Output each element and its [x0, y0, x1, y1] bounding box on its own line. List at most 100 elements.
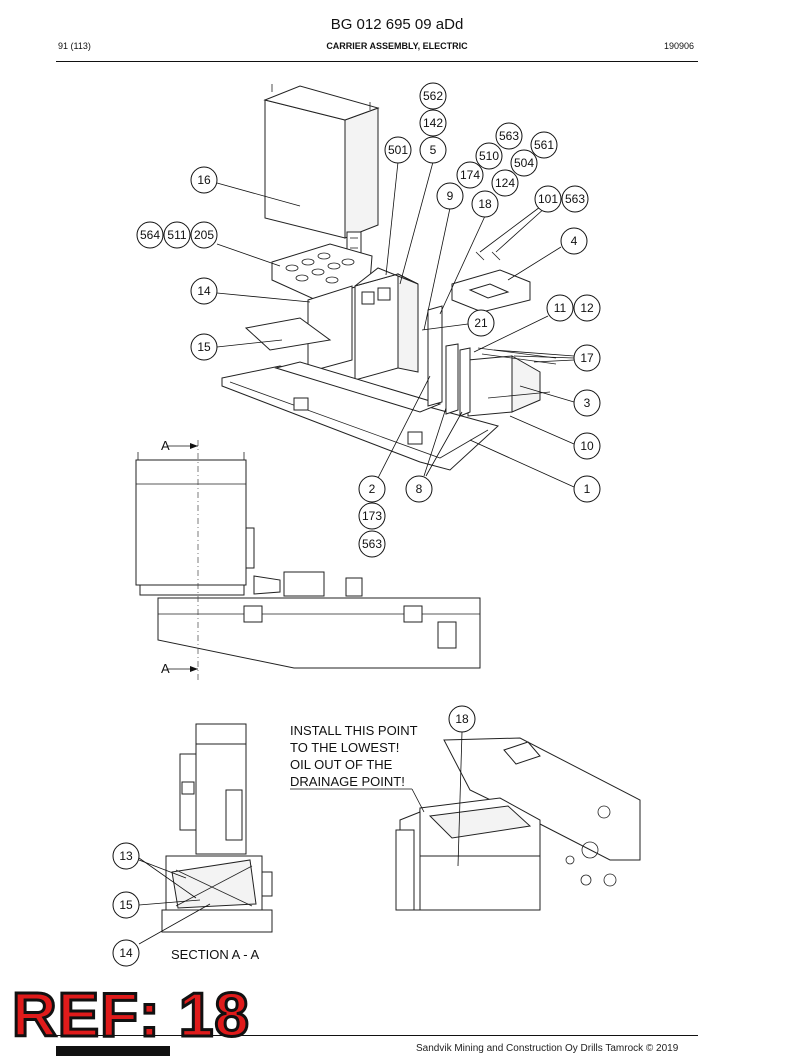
callout-21: 21 — [467, 309, 495, 337]
callout-1: 1 — [573, 475, 601, 503]
callout-2: 2 — [358, 475, 386, 503]
svg-text:563: 563 — [499, 129, 519, 143]
svg-text:124: 124 — [495, 176, 515, 190]
svg-text:17: 17 — [580, 351, 594, 365]
sandvik-logo — [56, 1046, 170, 1056]
svg-text:TO THE LOWEST!: TO THE LOWEST! — [290, 740, 399, 755]
svg-text:16: 16 — [197, 173, 211, 187]
section-marker-bottom: A — [161, 661, 170, 676]
callout-11: 11 — [546, 294, 574, 322]
callout-8: 8 — [405, 475, 433, 503]
page-title: CARRIER ASSEMBLY, ELECTRIC — [326, 41, 468, 51]
callout-501: 501 — [384, 136, 412, 164]
svg-text:INSTALL THIS POINT: INSTALL THIS POINT — [290, 723, 418, 738]
section-marker-top: A — [161, 438, 170, 453]
callout-15: 15 — [190, 333, 218, 361]
svg-text:173: 173 — [362, 509, 382, 523]
callout-4: 4 — [560, 227, 588, 255]
callout-9: 9 — [436, 182, 464, 210]
section-label: SECTION A - A — [171, 947, 259, 962]
callout-205: 205 — [190, 221, 218, 249]
svg-text:101: 101 — [538, 192, 558, 206]
svg-text:1: 1 — [584, 482, 591, 496]
right-bracket — [467, 347, 557, 417]
callout-17: 17 — [573, 344, 601, 372]
svg-text:562: 562 — [423, 89, 443, 103]
callout-504: 504 — [510, 149, 538, 177]
svg-text:13: 13 — [119, 849, 133, 863]
svg-text:174: 174 — [460, 168, 480, 182]
svg-text:3: 3 — [584, 396, 591, 410]
leader-lines — [138, 161, 575, 945]
callout-174: 174 — [456, 161, 484, 189]
svg-text:205: 205 — [194, 228, 214, 242]
callout-18-detail: 18 — [448, 705, 476, 733]
svg-text:5: 5 — [430, 143, 437, 157]
callout-10: 10 — [573, 432, 601, 460]
callout-12: 12 — [573, 294, 601, 322]
svg-text:18: 18 — [455, 712, 469, 726]
svg-text:511: 511 — [167, 228, 186, 242]
lower-bracket — [244, 285, 353, 373]
header-rule — [56, 61, 698, 62]
posts — [427, 305, 471, 417]
document-id: BG 012 695 09 aDd — [330, 16, 464, 33]
svg-text:504: 504 — [514, 156, 534, 170]
callout-563: 563 — [495, 122, 523, 150]
callout-511: 511 — [163, 221, 191, 249]
callout-510: 510 — [475, 142, 503, 170]
svg-text:8: 8 — [416, 482, 423, 496]
callout-124: 124 — [491, 169, 519, 197]
svg-text:142: 142 — [423, 116, 443, 130]
ref-stamp: REF: 18 — [11, 980, 251, 1052]
page-number: 91 (113) — [58, 41, 91, 51]
svg-text:OIL OUT OF THE: OIL OUT OF THE — [290, 757, 393, 772]
callout-563: 563 — [358, 530, 386, 558]
electric-box — [354, 267, 419, 381]
callout-562: 562 — [419, 82, 447, 110]
cover-plate — [271, 243, 373, 301]
section-a-a-view — [161, 723, 273, 933]
svg-text:2: 2 — [369, 482, 376, 496]
footer-rule — [56, 1035, 698, 1036]
svg-text:15: 15 — [119, 898, 133, 912]
svg-text:14: 14 — [119, 946, 133, 960]
callout-18: 18 — [471, 190, 499, 218]
svg-text:10: 10 — [580, 439, 594, 453]
svg-text:11: 11 — [554, 301, 567, 315]
svg-text:DRAINAGE POINT!: DRAINAGE POINT! — [290, 774, 405, 789]
callout-142: 142 — [419, 109, 447, 137]
bolts — [475, 251, 501, 261]
frame-1 — [221, 361, 500, 471]
svg-text:4: 4 — [571, 234, 578, 248]
svg-text:12: 12 — [580, 301, 594, 315]
svg-text:510: 510 — [479, 149, 499, 163]
cabinet-16 — [263, 84, 380, 273]
callout-173: 173 — [358, 502, 386, 530]
svg-text:15: 15 — [197, 340, 211, 354]
callout-13: 13 — [112, 842, 140, 870]
callout-14: 14 — [190, 277, 218, 305]
svg-text:564: 564 — [140, 228, 160, 242]
callout-5: 5 — [419, 136, 447, 164]
callout-564: 564 — [136, 221, 164, 249]
footer-copyright: Sandvik Mining and Construction Oy Drill… — [416, 1043, 679, 1054]
detail-view — [395, 737, 641, 911]
callout-16: 16 — [190, 166, 218, 194]
side-view — [135, 440, 481, 680]
svg-text:561: 561 — [534, 138, 554, 152]
cover-4 — [451, 269, 531, 313]
svg-text:9: 9 — [447, 189, 454, 203]
svg-text:563: 563 — [362, 537, 382, 551]
svg-text:18: 18 — [478, 197, 492, 211]
svg-text:501: 501 — [388, 143, 408, 157]
callout-14-section: 14 — [112, 939, 140, 967]
callout-15-section: 15 — [112, 891, 140, 919]
svg-text:21: 21 — [474, 316, 488, 330]
callout-563: 563 — [561, 185, 589, 213]
svg-text:14: 14 — [197, 284, 211, 298]
callout-3: 3 — [573, 389, 601, 417]
document-date: 190906 — [664, 41, 695, 51]
install-note: INSTALL THIS POINT TO THE LOWEST! OIL OU… — [290, 723, 425, 813]
